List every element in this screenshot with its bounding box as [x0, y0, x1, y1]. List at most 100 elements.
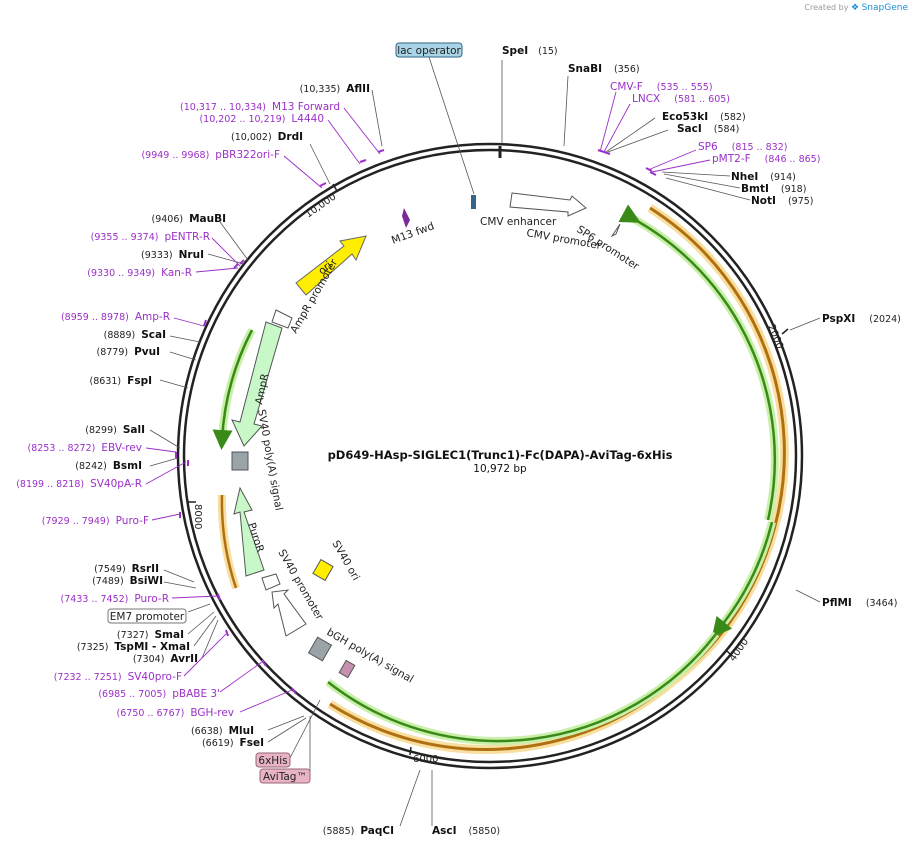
site-label: PspXI(2024)	[822, 313, 901, 325]
primer-label: (9330 .. 9349)Kan-R	[87, 267, 192, 279]
green-feature-arc	[711, 521, 774, 638]
primer-label: SP6(815 .. 832)	[698, 141, 787, 153]
plasmid-length: 10,972 bp	[473, 463, 527, 475]
primer-label: (9949 .. 9968)pBR322ori-F	[141, 149, 280, 161]
avitag-tag: AviTag™	[259, 768, 311, 784]
site-label: (8631)FspI	[90, 375, 152, 387]
primer-label: (6985 .. 7005)pBABE 3'	[98, 688, 220, 700]
plasmid-name: pD649-HAsp-SIGLEC1(Trunc1)-Fc(DAPA)-AviT…	[328, 448, 673, 462]
cmv-enhancer-arrow	[509, 192, 587, 217]
tick-label: 8000	[192, 504, 203, 529]
site-label: BmtI(918)	[741, 183, 806, 195]
sv40-promoter-block	[261, 573, 281, 591]
avitag-label: AviTag™	[263, 771, 307, 783]
sp6-promoter-arrow	[610, 223, 621, 238]
sv40-ori-label: SV40 ori	[329, 539, 362, 583]
orange-feature-arc	[649, 206, 786, 684]
site-label: SacI(584)	[677, 123, 739, 135]
credit-brand: SnapGene	[861, 3, 908, 13]
site-label: PflMI(3464)	[822, 597, 897, 609]
sv40-polya-label: SV40 poly(A) signal	[255, 408, 285, 511]
ampr-arrow	[231, 321, 283, 447]
sv40-polya-block	[231, 451, 249, 471]
site-label: AscI(5850)	[432, 825, 500, 837]
green-feature-arc-glow	[325, 631, 720, 745]
site-label: (7325)TspMI - XmaI	[77, 641, 190, 653]
green-feature-arc	[327, 633, 717, 743]
bgh-polya-label: bGH poly(A) signal	[325, 626, 416, 685]
primer-label: (8199 .. 8218)SV40pA-R	[16, 478, 142, 490]
backbone	[176, 142, 804, 770]
primer-label: pMT2-F(846 .. 865)	[712, 153, 820, 165]
left-arcs	[212, 328, 256, 590]
tick-mark	[409, 746, 412, 756]
right-sites: SpeI(15) SnaBI(356) Eco53kI(582) SacI(58…	[432, 45, 901, 837]
primer-label: (7433 .. 7452)Puro-R	[61, 593, 169, 605]
tick-mark	[781, 328, 789, 335]
site-label: (9333)NruI	[141, 249, 204, 261]
sv40-promoter-arrow	[271, 589, 307, 637]
green-feature-arc-glow	[630, 214, 779, 521]
green-feature-arc-glow	[714, 521, 776, 633]
site-label: (7304)AvrII	[133, 653, 198, 665]
site-label: NotI(975)	[751, 195, 813, 207]
tick-label: 10,000	[303, 191, 338, 220]
site-label: (5885)PaqCI	[323, 825, 394, 837]
tick-mark	[332, 183, 338, 192]
em7-promoter-tag: EM7 promoter	[107, 608, 187, 624]
site-label: (7489)BsiWI	[92, 575, 163, 587]
site-label: NheI(914)	[731, 171, 796, 183]
lac-operator-tag: lac operator	[395, 42, 463, 58]
snapgene-logo-icon: ❖	[850, 3, 860, 13]
lac-operator-label: lac operator	[397, 45, 461, 57]
ampr-promoter-arrow	[271, 309, 293, 329]
primer-label: LNCX(581 .. 605)	[632, 93, 730, 105]
site-label: SnaBI(356)	[568, 63, 640, 75]
cmv-enhancer-label: CMV enhancer	[480, 216, 557, 228]
primer-label: CMV-F(535 .. 555)	[610, 81, 713, 93]
site-label: (8779)PvuI	[96, 346, 160, 358]
orange-feature-arc	[220, 494, 238, 589]
lac-operator-mark	[471, 195, 476, 209]
puror-arrow	[233, 486, 265, 577]
site-label: (10,002)DrdI	[231, 131, 303, 143]
site-label: Eco53kI(582)	[662, 111, 746, 123]
site-label: (9406)MauBI	[151, 213, 226, 225]
tick-mark	[725, 649, 733, 657]
site-label: (6619)FseI	[202, 737, 264, 749]
credit-text: Created by	[804, 3, 849, 12]
site-label: (6638)MluI	[191, 725, 254, 737]
snapgene-credit: Created by ❖ SnapGene	[804, 3, 908, 13]
tick-label: 6000	[413, 754, 438, 765]
ori-arrow	[295, 235, 367, 296]
left-primers: (10,317 .. 10,334)M13 Forward (10,202 ..…	[16, 101, 340, 719]
leader-lines	[149, 53, 821, 827]
primer-label: (8959 .. 8978)Amp-R	[61, 311, 170, 323]
backbone-outer-circle	[176, 142, 804, 770]
site-label: (7549)RsrII	[94, 563, 159, 575]
primer-leader-lines	[145, 91, 711, 713]
site-label: (8889)ScaI	[104, 329, 166, 341]
green-feature-arc	[212, 329, 254, 450]
primer-label: (7929 .. 7949)Puro-F	[42, 515, 149, 527]
primer-label: (6750 .. 6767)BGH-rev	[117, 707, 234, 719]
green-feature-arc	[618, 204, 776, 521]
bgh-polya-block	[307, 636, 333, 662]
right-primers: CMV-F(535 .. 555) LNCX(581 .. 605) SP6(8…	[610, 81, 820, 165]
primer-label: (10,202 .. 10,219)L4440	[199, 113, 324, 125]
m13-fwd-label: M13 fwd	[390, 220, 436, 247]
orange-feature-arc-glow	[647, 204, 789, 686]
avitag-mark	[338, 659, 356, 679]
site-label: (10,335)AflII	[300, 83, 370, 95]
primer-label: (9355 .. 9374)pENTR-R	[91, 231, 210, 243]
site-label: (7327)SmaI	[117, 629, 184, 641]
his6-tag: 6xHis	[255, 752, 291, 768]
backbone-inner-circle	[182, 148, 798, 764]
site-label: SpeI(15)	[502, 45, 558, 57]
tick-label: 4000	[727, 637, 751, 664]
his6-label: 6xHis	[258, 755, 287, 767]
insert-arcs	[325, 204, 789, 754]
site-label: (8299)SalI	[85, 424, 145, 436]
em7-promoter-label: EM7 promoter	[110, 611, 185, 623]
